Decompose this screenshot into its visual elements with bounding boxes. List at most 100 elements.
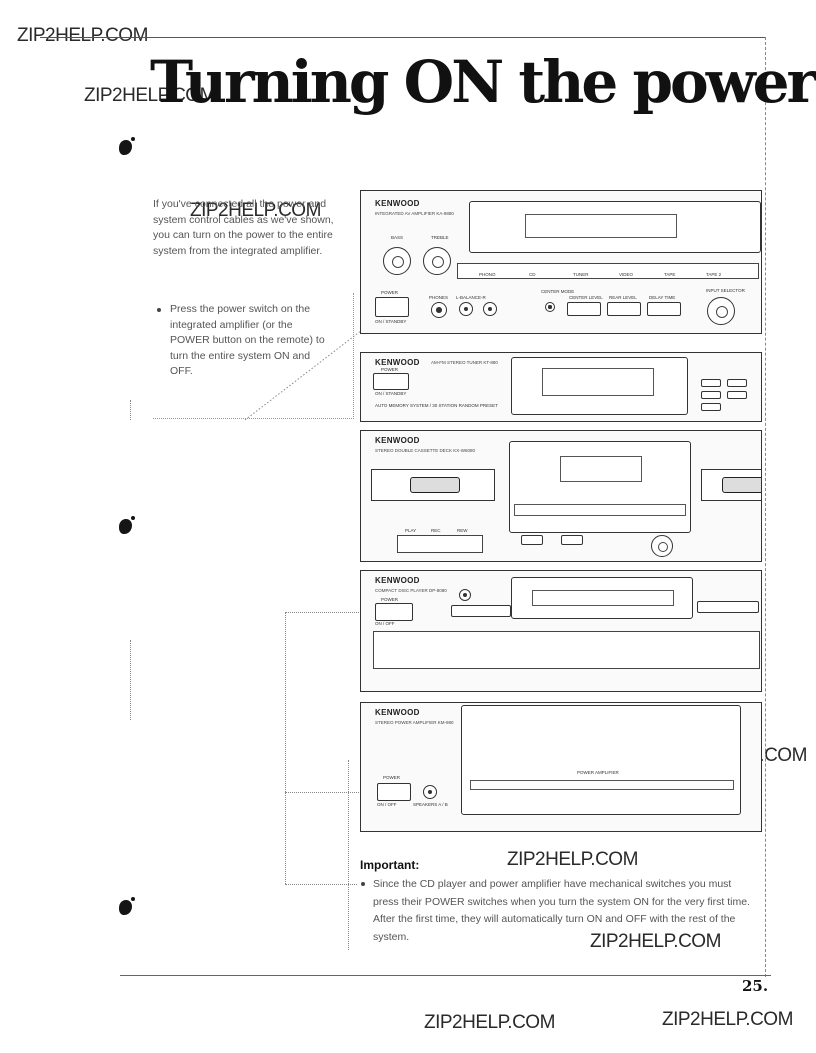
center-level-button[interactable] [567, 302, 601, 316]
tuner-power-button[interactable] [373, 373, 409, 390]
power-amplifier: KENWOOD STEREO POWER AMPLIFIER KM-980 PO… [360, 702, 762, 832]
watermark-text: ZIP2HELP.COM [190, 200, 321, 221]
tuner-brand: KENWOOD [375, 358, 420, 367]
balance-label: L-BALANCE-R [456, 295, 486, 300]
balance-knob-l[interactable] [459, 302, 473, 316]
cd-function-buttons[interactable] [451, 605, 511, 617]
poweramp-speaker-switch[interactable] [423, 785, 437, 799]
tuner-note: AUTO MEMORY SYSTEM / 30 STATION RANDOM P… [375, 403, 498, 408]
cd-indicator [459, 589, 471, 601]
amp-display [469, 201, 761, 253]
poweramp-speaker-label: SPEAKERS A / B [413, 802, 448, 807]
deck-level-knob[interactable] [651, 535, 673, 557]
balance-knob-r[interactable] [483, 302, 497, 316]
watermark-text: ZIP2HELP.COM [507, 849, 638, 870]
cd-display [511, 577, 693, 619]
deck-button[interactable] [561, 535, 583, 545]
page-number: 25. [742, 977, 769, 995]
bass-knob[interactable] [383, 247, 411, 275]
tuner-preset-button[interactable] [701, 379, 721, 387]
rear-level-button[interactable] [607, 302, 641, 316]
input-label[interactable]: PHONO [479, 272, 496, 277]
callout-line-cd [285, 612, 375, 613]
input-label[interactable]: TUNER [573, 272, 589, 277]
callout-line-cd [285, 884, 357, 885]
margin-dots [130, 400, 131, 420]
poweramp-power-button[interactable] [377, 783, 411, 801]
cd-power-label: POWER [381, 597, 399, 602]
margin-bullet-mark [119, 516, 135, 534]
bass-label: BASS [391, 235, 404, 240]
input-label[interactable]: TAPE 2 [706, 272, 722, 277]
poweramp-brand: KENWOOD [375, 708, 420, 717]
tuner-power-sublabel: ON / STANDBY [375, 391, 407, 396]
delay-time-button[interactable] [647, 302, 681, 316]
deck-b-window [701, 469, 761, 501]
deck-transport-label[interactable]: REC [431, 528, 441, 533]
input-selector-knob[interactable] [707, 297, 735, 325]
treble-label: TREBLE [431, 235, 449, 240]
phones-label: PHONES [429, 295, 449, 300]
poweramp-meter-strip [470, 780, 734, 790]
input-label[interactable]: VIDEO [619, 272, 634, 277]
watermark-text: ZIP2HELP.COM [662, 1009, 793, 1030]
cd-brand: KENWOOD [375, 576, 420, 585]
step-instruction: Press the power switch on the integrated… [170, 303, 325, 377]
center-mode-label: CENTER MODE [541, 289, 575, 294]
poweramp-model: STEREO POWER AMPLIFIER KM-980 [375, 720, 454, 725]
amp-power-label: POWER [381, 290, 399, 295]
bottom-rule [120, 975, 771, 976]
treble-knob[interactable] [423, 247, 451, 275]
margin-bullet-mark [119, 897, 135, 915]
cd-player: KENWOOD COMPACT DISC PLAYER DP-8080 POWE… [360, 570, 762, 692]
right-margin-rule [765, 37, 766, 977]
input-label[interactable]: CD [529, 272, 536, 277]
deck-b-tape [722, 477, 761, 493]
deck-center-panel [509, 441, 691, 533]
poweramp-power-label: POWER [383, 775, 401, 780]
cd-display-window [532, 590, 674, 606]
watermark-text: ZIP2HELP.COM [17, 25, 148, 46]
watermark-text: ZIP2HELP.COM [84, 85, 215, 106]
amp-brand: KENWOOD [375, 199, 420, 208]
callout-line-right [348, 760, 349, 950]
phones-jack[interactable] [431, 302, 447, 318]
input-selector-label: INPUT SELECTOR [706, 288, 745, 293]
input-label[interactable]: TAPE [664, 272, 676, 277]
callout-line-amp [285, 792, 375, 793]
amp-power-sublabel: ON / STANDBY [375, 319, 407, 324]
cd-transport-buttons[interactable] [697, 601, 759, 613]
deck-button[interactable] [521, 535, 543, 545]
rear-level-label: REAR LEVEL [609, 295, 637, 300]
deck-transport-label[interactable]: PLAY [405, 528, 417, 533]
integrated-amplifier: KENWOOD INTEGRATED AV AMPLIFIER KA-9880 … [360, 190, 762, 334]
tuner-preset-button[interactable] [701, 403, 721, 411]
deck-a-window [371, 469, 495, 501]
margin-dots [130, 640, 131, 720]
center-mode-indicator [545, 302, 555, 312]
step-bullet [157, 308, 161, 312]
tuner-model: AM-FM STEREO TUNER KT-880 [431, 360, 498, 365]
tuner-preset-button[interactable] [727, 391, 747, 399]
deck-transport-label[interactable]: REW [457, 528, 468, 533]
poweramp-power-sublabel: ON / OFF [377, 802, 397, 807]
cd-disc-tray[interactable] [373, 631, 760, 669]
page-title: Turning ON the power [150, 48, 816, 116]
watermark-text: ZIP2HELP.COM [590, 931, 721, 952]
watermark-text: ZIP2HELP.COM [424, 1012, 555, 1033]
intro-paragraph: If you've connected all the power and sy… [153, 198, 334, 257]
margin-bullet-mark [119, 137, 135, 155]
tuner-preset-button[interactable] [727, 379, 747, 387]
input-button-bar [457, 263, 759, 279]
tuner-power-label: POWER [381, 367, 399, 372]
tuner-preset-button[interactable] [701, 391, 721, 399]
poweramp-panel-label: POWER AMPLIFIER [577, 770, 619, 775]
cd-power-button[interactable] [375, 603, 413, 621]
deck-a-tape [410, 477, 460, 493]
tuner-display-window [542, 368, 654, 396]
amp-power-button[interactable] [375, 297, 409, 317]
callout-line-cd [285, 612, 286, 884]
amp-model: INTEGRATED AV AMPLIFIER KA-9880 [375, 211, 454, 216]
amp-display-window [525, 214, 677, 238]
poweramp-panel: POWER AMPLIFIER [461, 705, 741, 815]
